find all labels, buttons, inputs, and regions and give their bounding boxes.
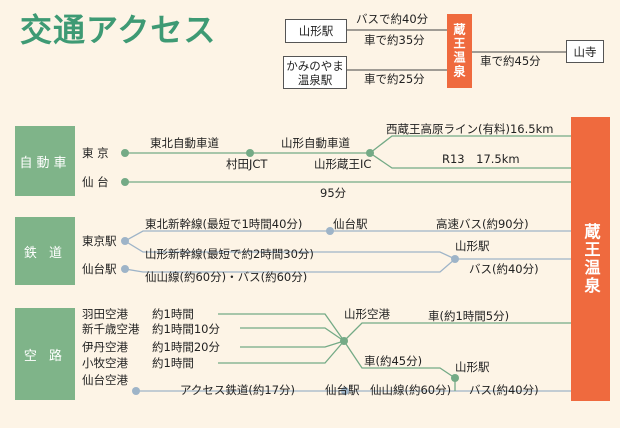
highway-bus-label: 高速バス(約90分) <box>436 217 529 231</box>
airport-itami: 伊丹空港 <box>82 340 128 354</box>
airport-new-chitose: 新千歳空港 <box>82 322 140 336</box>
car-45min-label: 車で約45分 <box>480 54 541 68</box>
zao-onsen-small-label: 蔵王温泉 <box>452 23 466 79</box>
kaminoyama-station-box: かみのやま 温泉駅 <box>283 56 347 89</box>
rail-sendai-transfer-label: 仙台駅 <box>333 217 368 231</box>
car-35min-label: 車で約35分 <box>364 33 425 47</box>
zao-onsen-main-label: 蔵王温泉 <box>581 223 601 295</box>
tohoku-shinkansen-label: 東北新幹線(最短で1時間40分) <box>145 217 303 231</box>
senzan-bus-label: 仙山線(約60分)・バス(約60分) <box>145 270 308 284</box>
airport-sendai: 仙台空港 <box>82 373 128 387</box>
murata-jct-dot <box>246 149 254 157</box>
zao-ic-dot <box>366 149 374 157</box>
yamagata-station-label: 山形駅 <box>298 24 334 38</box>
category-air: 空 路 <box>15 308 75 400</box>
rail-bus-40min-label: バス(約40分) <box>469 262 539 276</box>
air-yamagata-station-dot <box>451 374 459 382</box>
r13-label: R13 17.5km <box>442 152 520 166</box>
car-1h5min-label: 車(約1時間5分) <box>428 309 510 323</box>
rail-yamagata-dot <box>451 255 459 263</box>
air-bus-40min-label: バス(約40分) <box>469 383 539 397</box>
airport-haneda: 羽田空港 <box>82 307 128 321</box>
flight-time-new-chitose: 約1時間10分 <box>152 322 220 336</box>
sendai-airport-dot <box>132 387 140 395</box>
car-tokyo-dot <box>121 149 129 157</box>
car-25min-label: 車で約25分 <box>364 72 425 86</box>
car-origin-sendai: 仙 台 <box>82 175 109 189</box>
murata-jct-label: 村田JCT <box>226 157 268 171</box>
zao-ic-label: 山形蔵王IC <box>314 157 372 171</box>
yamadera-box: 山寺 <box>566 40 604 63</box>
page-title: 交通アクセス <box>20 11 217 49</box>
rail-tokyo-dot <box>121 237 129 245</box>
yamadera-label: 山寺 <box>573 44 597 59</box>
category-air-label: 空 路 <box>23 348 67 364</box>
zao-onsen-main-box: 蔵王温泉 <box>571 117 610 401</box>
rail-origin-tokyo-station: 東京駅 <box>82 234 117 248</box>
category-rail-label: 鉄 道 <box>23 245 67 261</box>
yamagata-airport-label: 山形空港 <box>344 307 390 321</box>
bus-40min-label: バスで約40分 <box>356 12 429 26</box>
category-car-label: 自動車 <box>19 155 71 171</box>
category-car: 自動車 <box>15 126 75 196</box>
car-45min-air-label: 車(約45分) <box>364 354 423 368</box>
flight-time-haneda: 約1時間 <box>152 307 194 321</box>
rail-yamagata-station-label: 山形駅 <box>455 239 490 253</box>
flight-time-itami: 約1時間20分 <box>152 340 220 354</box>
nishizao-line-label: 西蔵王高原ライン(有料)16.5km <box>386 122 554 136</box>
yamagata-shinkansen-label: 山形新幹線(最短で約2時間30分) <box>145 247 314 261</box>
kaminoyama-station-label: かみのやま 温泉駅 <box>286 58 344 87</box>
zao-onsen-small-box: 蔵王温泉 <box>447 14 472 88</box>
car-sendai-dot <box>121 178 129 186</box>
yamagata-expressway-label: 山形自動車道 <box>281 136 350 150</box>
access-railway-label: アクセス鉄道(約17分) <box>180 383 296 397</box>
airport-komaki: 小牧空港 <box>82 356 128 370</box>
air-senzan-line-label: 仙山線(約60分) <box>370 383 452 397</box>
yamagata-station-box: 山形駅 <box>285 19 347 43</box>
rail-sendai-transfer-dot <box>326 227 334 235</box>
yamagata-airport-dot <box>340 337 348 345</box>
rail-sendai-dot <box>121 265 129 273</box>
flight-time-komaki: 約1時間 <box>152 356 194 370</box>
air-yamagata-station-label: 山形駅 <box>455 360 490 374</box>
air-sendai-station-label: 仙台駅 <box>325 383 360 397</box>
car-origin-tokyo: 東 京 <box>82 146 109 160</box>
rail-origin-sendai-station: 仙台駅 <box>82 262 117 276</box>
car-95min-label: 95分 <box>320 186 347 200</box>
tohoku-expressway-label: 東北自動車道 <box>150 136 219 150</box>
air-sendai-station-dot <box>341 387 349 395</box>
category-rail: 鉄 道 <box>15 217 75 285</box>
